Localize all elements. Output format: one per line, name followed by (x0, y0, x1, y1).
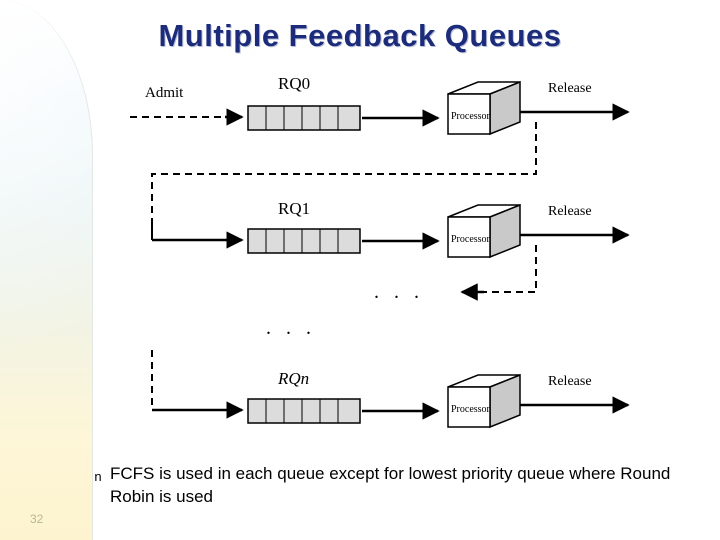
processor-box-1: Processor (447, 203, 521, 259)
admit-label: Admit (145, 85, 184, 101)
multiple-feedback-queues-diagram: Admit RQ0 Processor Release RQ1 (100, 62, 700, 442)
rq0-label: RQ0 (278, 74, 310, 93)
release-label-1: Release (548, 204, 592, 219)
queue-rq1 (247, 228, 361, 254)
rq1-label: RQ1 (278, 199, 310, 218)
ellipsis-lower: . . . (266, 317, 316, 339)
release-label-2: Release (548, 374, 592, 389)
decorative-gradient-panel (0, 0, 92, 540)
queue-rqn (247, 398, 361, 424)
svg-text:Processor: Processor (451, 404, 491, 415)
processor-box-0: Processor (447, 80, 521, 136)
queue-rq0 (247, 105, 361, 131)
rqn-label: RQn (277, 369, 309, 388)
page-number: 32 (30, 512, 44, 526)
bullet-marker: n (94, 469, 102, 484)
page-title: Multiple Feedback Queues (158, 18, 562, 53)
svg-text:Processor: Processor (451, 111, 491, 122)
release-label-0: Release (548, 81, 592, 96)
ellipsis-middle: . . . (374, 281, 424, 303)
bullet-row: n FCFS is used in each queue except for … (86, 462, 706, 508)
svg-text:Processor: Processor (451, 234, 491, 245)
processor-box-2: Processor (447, 373, 521, 429)
bullet-text: FCFS is used in each queue except for lo… (110, 464, 671, 506)
